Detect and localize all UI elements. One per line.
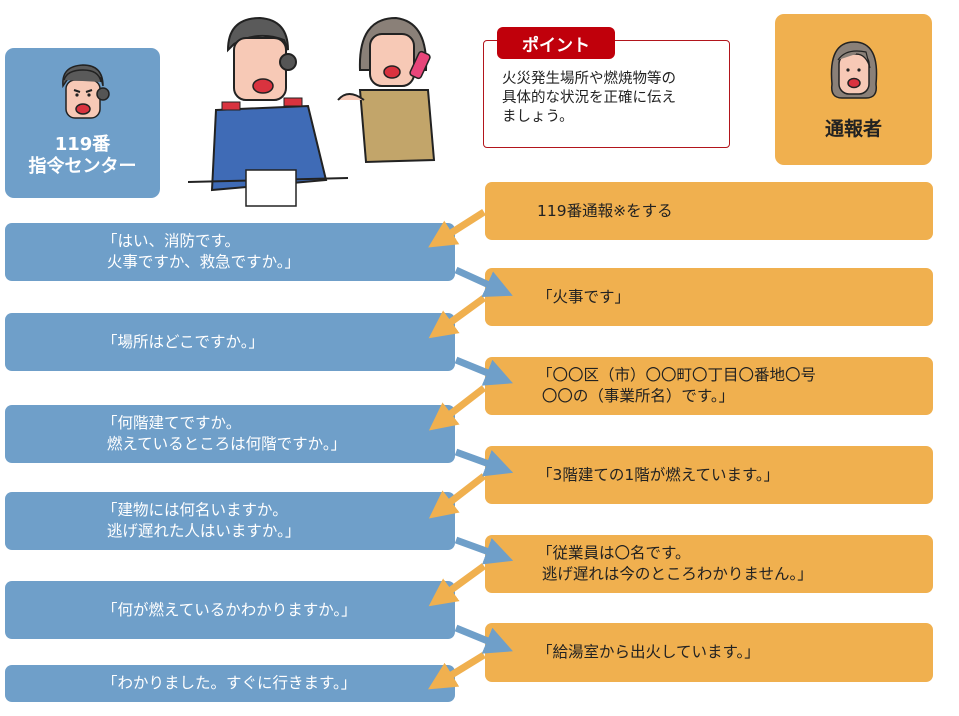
caller-line-text: 119番通報※をする — [537, 201, 673, 220]
point-text: 火災発生場所や燃焼物等の 具体的な状況を正確に伝え ましょう。 — [502, 70, 724, 127]
dispatcher-role-label: 119番 指令センター — [29, 134, 137, 178]
dispatcher-line-text: 「何が燃えているかわかりますか。」 — [102, 600, 357, 619]
caller-face-icon — [830, 41, 877, 99]
point-text-line1: 火災発生場所や燃焼物等の — [502, 71, 676, 87]
dispatcher-label-line2: 指令センター — [28, 156, 137, 177]
caller-line-text: 「従業員は〇名です。 逃げ遅れは今のところわかりません。」 — [537, 544, 813, 583]
caller-role-box: 通報者 — [775, 14, 932, 165]
point-text-line2: 具体的な状況を正確に伝え — [502, 90, 676, 106]
caller-line-text: 「火事です」 — [537, 287, 631, 306]
dispatcher-and-caller-illustration — [188, 16, 436, 207]
caller-line-1: 119番通報※をする — [485, 182, 933, 240]
dispatcher-line-2: 「場所はどこですか。」 — [5, 313, 455, 371]
point-tag: ポイント — [497, 27, 615, 59]
dispatcher-line-text: 「建物には何名いますか。 逃げ遅れた人はいますか。」 — [102, 501, 301, 540]
dispatcher-line-text: 「何階建てですか。 燃えているところは何階ですか。」 — [102, 414, 347, 453]
dispatcher-line-4: 「建物には何名いますか。 逃げ遅れた人はいますか。」 — [5, 492, 455, 550]
dispatcher-line-1: 「はい、消防です。 火事ですか、救急ですか。」 — [5, 223, 455, 281]
dispatcher-line-5: 「何が燃えているかわかりますか。」 — [5, 581, 455, 639]
dispatcher-line-text: 「はい、消防です。 火事ですか、救急ですか。」 — [102, 232, 301, 271]
point-text-line3: ましょう。 — [502, 109, 574, 125]
caller-line-text: 「給湯室から出火しています。」 — [537, 643, 760, 661]
dispatcher-role-box: 119番 指令センター — [5, 48, 160, 198]
caller-line-text: 「3階建ての1階が燃えています。」 — [537, 465, 780, 484]
caller-line-6: 「給湯室から出火しています。」 — [485, 623, 933, 682]
dispatcher-face-icon — [61, 64, 110, 119]
dispatcher-line-text: 「場所はどこですか。」 — [102, 332, 264, 351]
caller-role-label: 通報者 — [824, 118, 882, 140]
dispatcher-label-line1: 119番 — [54, 134, 111, 155]
dispatcher-to-caller-arrows — [454, 266, 514, 654]
caller-line-5: 「従業員は〇名です。 逃げ遅れは今のところわかりません。」 — [485, 535, 933, 593]
caller-line-4: 「3階建ての1階が燃えています。」 — [485, 446, 933, 504]
caller-line-3: 「〇〇区（市）〇〇町〇丁目〇番地〇号 〇〇の（事業所名）です。」 — [485, 357, 933, 415]
caller-line-text: 「〇〇区（市）〇〇町〇丁目〇番地〇号 〇〇の（事業所名）です。」 — [537, 366, 817, 405]
dispatcher-line-3: 「何階建てですか。 燃えているところは何階ですか。」 — [5, 405, 455, 463]
dispatcher-line-text: 「わかりました。すぐに行きます。」 — [102, 674, 357, 692]
dispatcher-line-6: 「わかりました。すぐに行きます。」 — [5, 665, 455, 702]
caller-to-dispatcher-arrows — [428, 209, 487, 690]
caller-line-2: 「火事です」 — [485, 268, 933, 326]
